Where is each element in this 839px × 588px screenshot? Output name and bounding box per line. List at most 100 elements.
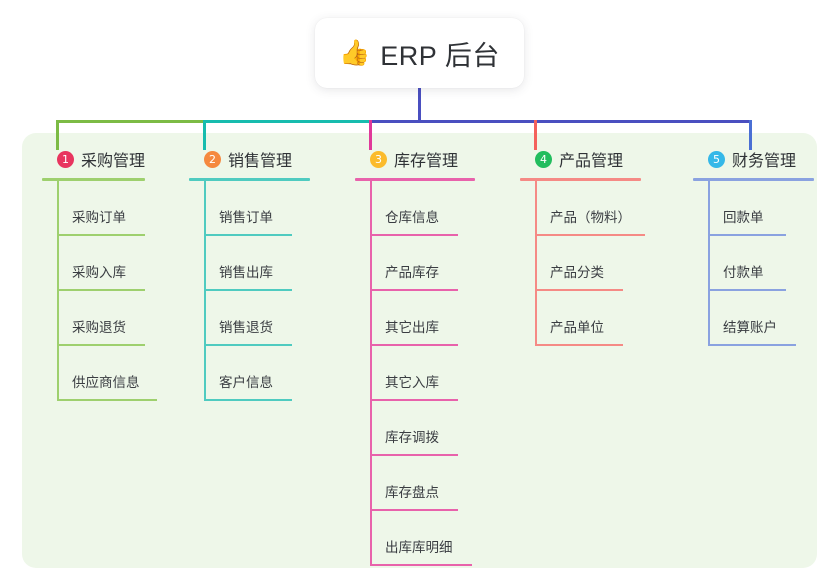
branch-badge-3: 3	[370, 150, 387, 168]
diagram-panel	[22, 133, 817, 568]
branch-leaf-list-2: 销售订单 销售出库 销售退货 客户信息	[189, 181, 334, 401]
branch-header-5[interactable]: 5 财务管理	[693, 146, 839, 172]
leaf-item[interactable]: 其它入库	[355, 346, 515, 401]
branch-header-1[interactable]: 1 采购管理	[42, 146, 187, 172]
leaf-label: 产品库存	[385, 265, 439, 280]
branch-rule-1	[42, 178, 145, 181]
leaf-label: 回款单	[723, 210, 764, 225]
trunk-connector	[418, 88, 421, 122]
branch-badge-2: 2	[204, 150, 221, 168]
branch-badge-1: 1	[57, 150, 74, 168]
bus-segment-green	[56, 120, 204, 123]
branch-rule-3	[355, 178, 475, 181]
leaf-label: 产品单位	[550, 320, 604, 335]
leaf-rule	[708, 289, 786, 291]
leaf-item[interactable]: 产品库存	[355, 236, 515, 291]
leaf-item[interactable]: 销售退货	[189, 291, 334, 346]
leaf-rule	[708, 234, 786, 236]
leaf-item[interactable]: 其它出库	[355, 291, 515, 346]
leaf-item[interactable]: 产品单位	[520, 291, 690, 346]
leaf-label: 销售退货	[219, 320, 273, 335]
leaf-rule	[535, 234, 645, 236]
leaf-item[interactable]: 库存盘点	[355, 456, 515, 511]
leaf-item[interactable]: 出库库明细	[355, 511, 515, 566]
root-node-content: 👍 ERP 后台	[339, 34, 500, 73]
drop-connector-4	[534, 120, 537, 150]
leaf-item[interactable]: 销售出库	[189, 236, 334, 291]
leaf-item[interactable]: 产品分类	[520, 236, 690, 291]
leaf-rule	[204, 399, 292, 401]
branch-title-3: 库存管理	[394, 153, 459, 170]
branch-column-4: 4 产品管理 产品（物料） 产品分类 产品单位	[520, 146, 690, 346]
branch-column-5: 5 财务管理 回款单 付款单 结算账户	[693, 146, 839, 346]
leaf-rule	[204, 289, 292, 291]
leaf-rule	[370, 289, 458, 291]
leaf-label: 客户信息	[219, 375, 273, 390]
branch-header-3[interactable]: 3 库存管理	[355, 146, 515, 172]
leaf-label: 销售出库	[219, 265, 273, 280]
branch-badge-4: 4	[535, 150, 552, 168]
leaf-label: 产品（物料）	[550, 210, 631, 225]
leaf-label: 库存盘点	[385, 485, 439, 500]
leaf-rule	[204, 234, 292, 236]
leaf-rule	[370, 454, 458, 456]
leaf-item[interactable]: 库存调拨	[355, 401, 515, 456]
leaf-rule	[57, 399, 157, 401]
leaf-label: 采购订单	[72, 210, 126, 225]
leaf-item[interactable]: 产品（物料）	[520, 181, 690, 236]
branch-spine-2	[204, 181, 206, 401]
leaf-rule	[370, 509, 458, 511]
root-node-title: ERP 后台	[380, 40, 500, 71]
bus-segment-indigo	[369, 120, 752, 123]
branch-spine-5	[708, 181, 710, 346]
branch-spine-4	[535, 181, 537, 346]
leaf-label: 其它入库	[385, 375, 439, 390]
branch-leaf-list-1: 采购订单 采购入库 采购退货 供应商信息	[42, 181, 187, 401]
branch-spine-3	[370, 181, 372, 566]
leaf-item[interactable]: 采购退货	[42, 291, 187, 346]
leaf-label: 销售订单	[219, 210, 273, 225]
drop-connector-2	[203, 120, 206, 150]
leaf-rule	[370, 564, 472, 566]
branch-badge-5: 5	[708, 150, 725, 168]
branch-rule-5	[693, 178, 814, 181]
leaf-label: 采购入库	[72, 265, 126, 280]
branch-leaf-list-5: 回款单 付款单 结算账户	[693, 181, 839, 346]
leaf-item[interactable]: 销售订单	[189, 181, 334, 236]
branch-leaf-list-3: 仓库信息 产品库存 其它出库 其它入库 库存调拨 库存盘点 出库库明细	[355, 181, 515, 566]
drop-connector-1	[56, 120, 59, 150]
leaf-item[interactable]: 采购入库	[42, 236, 187, 291]
branch-column-3: 3 库存管理 仓库信息 产品库存 其它出库 其它入库 库存调拨 库存盘点	[355, 146, 515, 566]
branch-rule-2	[189, 178, 310, 181]
leaf-label: 结算账户	[723, 320, 777, 335]
drop-connector-5	[749, 120, 752, 150]
leaf-rule	[57, 234, 145, 236]
leaf-item[interactable]: 供应商信息	[42, 346, 187, 401]
leaf-rule	[370, 234, 458, 236]
leaf-label: 其它出库	[385, 320, 439, 335]
leaf-label: 采购退货	[72, 320, 126, 335]
branch-column-1: 1 采购管理 采购订单 采购入库 采购退货 供应商信息	[42, 146, 187, 401]
leaf-label: 仓库信息	[385, 210, 439, 225]
leaf-rule	[708, 344, 796, 346]
drop-connector-3	[369, 120, 372, 150]
branch-column-2: 2 销售管理 销售订单 销售出库 销售退货 客户信息	[189, 146, 334, 401]
leaf-label: 库存调拨	[385, 430, 439, 445]
leaf-item[interactable]: 客户信息	[189, 346, 334, 401]
branch-header-2[interactable]: 2 销售管理	[189, 146, 334, 172]
branch-header-4[interactable]: 4 产品管理	[520, 146, 690, 172]
branch-leaf-list-4: 产品（物料） 产品分类 产品单位	[520, 181, 690, 346]
leaf-item[interactable]: 采购订单	[42, 181, 187, 236]
leaf-label: 供应商信息	[72, 375, 140, 390]
leaf-rule	[535, 289, 623, 291]
branch-title-4: 产品管理	[559, 153, 624, 170]
leaf-item[interactable]: 仓库信息	[355, 181, 515, 236]
bus-segment-teal	[203, 120, 370, 123]
root-node-card[interactable]: 👍 ERP 后台	[315, 18, 524, 88]
leaf-item[interactable]: 付款单	[693, 236, 839, 291]
leaf-item[interactable]: 结算账户	[693, 291, 839, 346]
branch-title-2: 销售管理	[228, 153, 293, 170]
leaf-item[interactable]: 回款单	[693, 181, 839, 236]
leaf-rule	[370, 344, 458, 346]
leaf-rule	[57, 289, 145, 291]
